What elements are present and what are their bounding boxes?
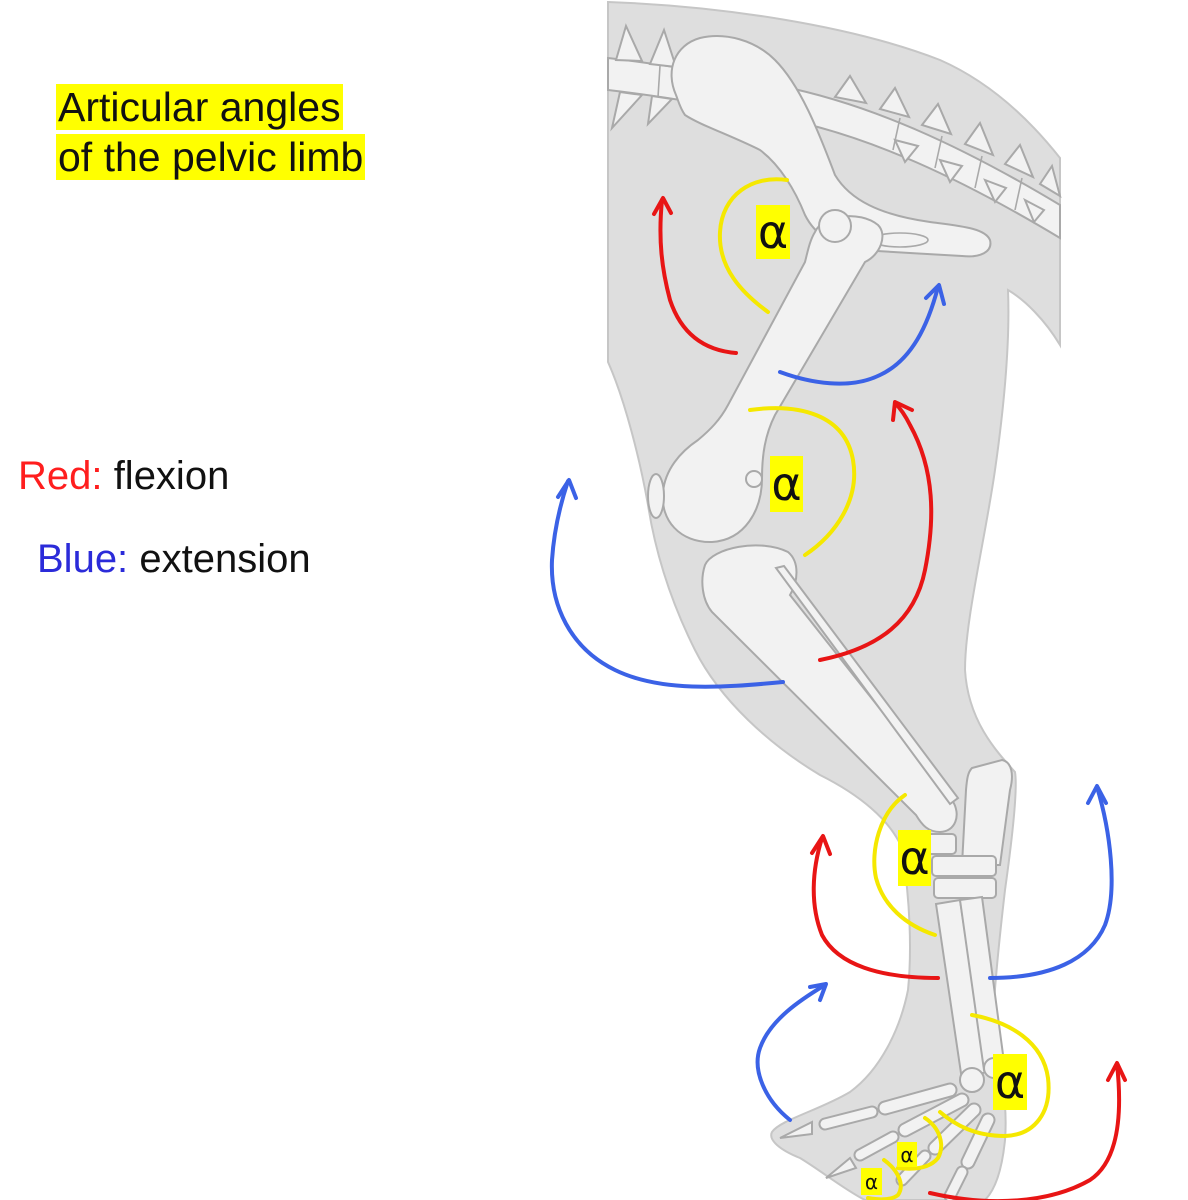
femur-bone [661, 215, 884, 544]
transverse-process [938, 158, 964, 184]
transverse-process [893, 138, 920, 164]
legend-extension-color-label: Blue: [37, 537, 129, 581]
transverse-process [610, 90, 645, 132]
distal-interphalangeal-angle-arc [866, 1158, 903, 1200]
stifle-angle-label: α [770, 456, 803, 512]
tarsal-bone [931, 855, 997, 877]
spinous-process [833, 74, 868, 105]
legend-extension-text: extension [139, 537, 311, 581]
femoral-head [818, 209, 852, 243]
angle-arcs [717, 177, 1051, 1200]
spinous-process [1003, 143, 1035, 179]
legend-flexion-color-label: Red: [18, 454, 103, 498]
middle-phalanx-fill [820, 1107, 877, 1129]
stifle-flexion-arrowhead [891, 400, 914, 422]
proximal-phalanx-fill [879, 1084, 956, 1114]
spinous-process [1038, 163, 1062, 199]
hock-flexion-arrow [811, 836, 940, 980]
proximal-phalanx-fill [962, 1114, 994, 1168]
hock-angle-label: α [898, 830, 931, 886]
tarsal-bone [933, 877, 997, 899]
title-line-1-text: Articular angles [56, 84, 343, 130]
claw [779, 1120, 813, 1139]
vertebral-joint [974, 155, 983, 189]
digit-flexion-arrow [928, 1062, 1122, 1200]
claw [825, 1156, 858, 1179]
title-line-2-text: of the pelvic limb [56, 134, 366, 180]
hip-extension-arrowhead [924, 283, 946, 306]
hip-angle-arc [717, 177, 789, 314]
proximal-interphalangeal-angle-arc [896, 1116, 944, 1171]
title-line-1: Articular angles [56, 82, 365, 132]
spinous-process [648, 27, 678, 69]
legend-flexion-text: flexion [113, 454, 230, 498]
extension-arrows [549, 283, 1114, 1122]
hock-extension-arrow [988, 785, 1114, 980]
vertebral-joint [892, 117, 901, 151]
flexion-arrows [652, 196, 1127, 1200]
stifle-extension-arrowhead [556, 478, 578, 500]
hip-angle-label: α [756, 205, 790, 259]
hip-flexion-arrowhead [652, 196, 673, 216]
distal-interphalangeal-angle-label: α [861, 1168, 882, 1195]
digit-extension-arrowhead [808, 982, 828, 1002]
transverse-process [983, 178, 1008, 204]
transverse-process [1023, 197, 1046, 224]
hip-flexion-arrow [658, 198, 738, 355]
calcaneus-bone [960, 758, 1013, 866]
limb-silhouette [607, 0, 1061, 1200]
vertebral-joint [1014, 177, 1023, 211]
stifle-angle-arc [748, 406, 857, 557]
pelvis-bone [670, 35, 992, 258]
stifle-extension-arrow [549, 479, 785, 689]
hock-extension-arrowhead [1086, 784, 1108, 805]
middle-phalanx-fill [855, 1132, 898, 1160]
legend-extension: Blue:extension [37, 535, 311, 583]
vertebral-joint [934, 135, 943, 169]
fetlock-angle-arc [938, 1013, 1051, 1139]
digit-extension-arrow [755, 983, 827, 1122]
proximal-interphalangeal-angle-label: α [897, 1142, 917, 1167]
diagram-title: Articular angles of the pelvic limb [56, 82, 366, 182]
spinous-process [963, 120, 995, 157]
proximal-phalanx-fill [899, 1094, 968, 1136]
hock-angle-arc [872, 793, 937, 937]
fibula-bone [774, 564, 960, 806]
patella-bone [647, 473, 665, 519]
hock-flexion-arrowhead [810, 834, 832, 856]
title-line-2: of the pelvic limb [56, 132, 366, 182]
stifle-flexion-arrow [818, 401, 934, 662]
tibia-bone [701, 544, 958, 834]
legend-flexion: Red:flexion [18, 452, 229, 500]
digit-flexion-arrowhead [1106, 1061, 1127, 1082]
transverse-process [646, 94, 675, 127]
fabella-bone [745, 470, 763, 488]
metatarsal-head [959, 1067, 985, 1093]
vertebral-joint [657, 65, 661, 98]
spinous-process [920, 102, 953, 136]
hip-extension-arrow [778, 285, 940, 386]
middle-phalanx-fill [945, 1167, 967, 1200]
spinous-process [878, 86, 911, 119]
spinous-process [614, 23, 644, 63]
fetlock-angle-label: α [993, 1054, 1027, 1110]
